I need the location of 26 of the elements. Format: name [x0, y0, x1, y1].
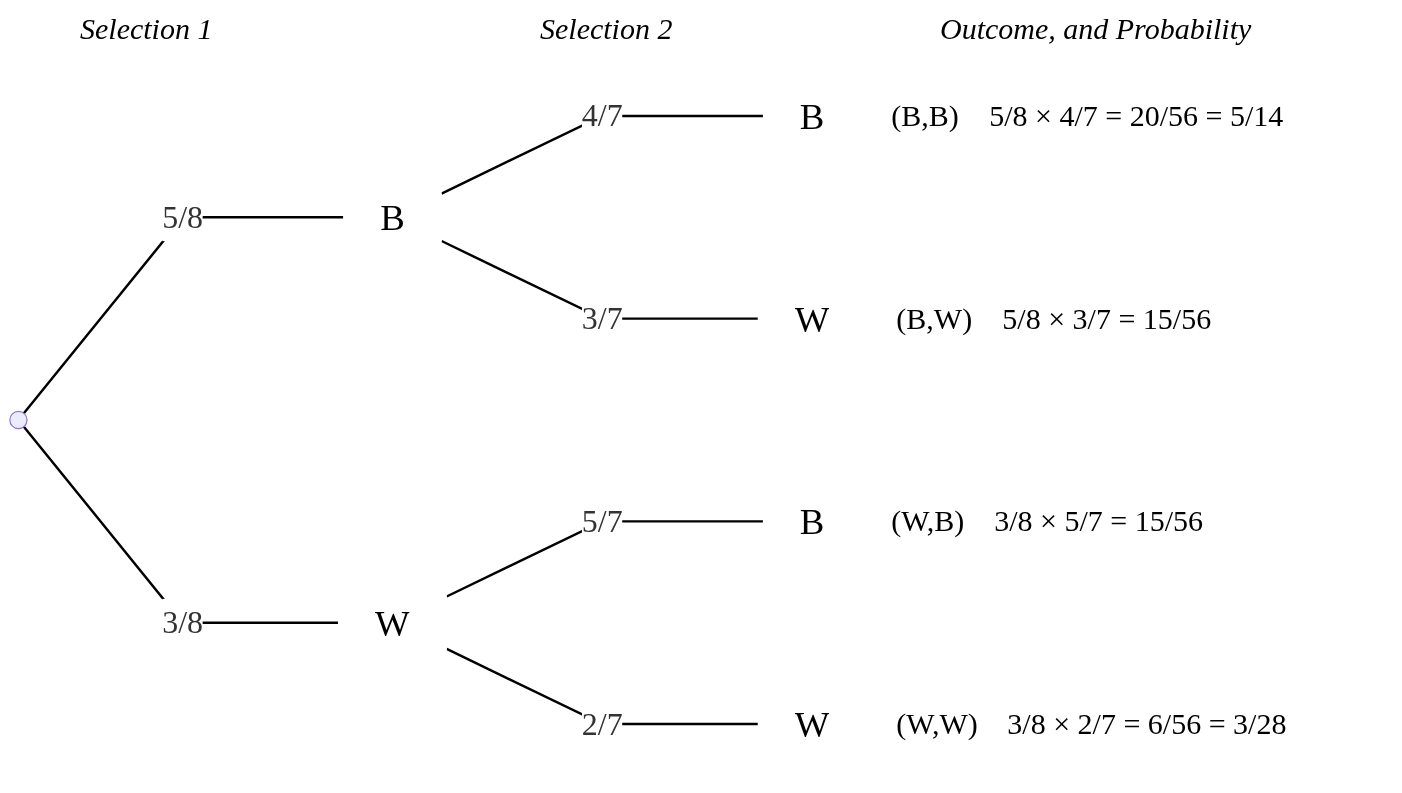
probability-formula: 5/8 × 3/7 = 15/56 — [1002, 301, 1212, 336]
column-heading: Selection 1 — [80, 12, 213, 46]
node-text: B — [380, 197, 405, 238]
connector — [441, 114, 763, 195]
outcome-text: (B,B) — [891, 98, 959, 133]
node-point — [9, 410, 28, 430]
probability-formula: 5/8 × 4/7 = 20/56 = 5/14 — [989, 98, 1284, 133]
connector — [22, 425, 339, 624]
outcome-text: (W,B) — [891, 504, 965, 539]
node-text: B — [799, 95, 825, 137]
edge-label: 3/8 — [162, 604, 204, 641]
node-text: W — [375, 602, 410, 643]
outcome-text: (W,W) — [896, 707, 978, 742]
column-heading: Selection 2 — [540, 12, 673, 46]
probability-formula: 3/8 × 5/7 = 15/56 — [994, 504, 1204, 539]
node-text: B — [799, 501, 825, 542]
edge-label: 5/8 — [162, 199, 204, 236]
column-heading: Outcome, and Probability — [940, 12, 1252, 46]
outcome-text: (B,W) — [896, 301, 973, 336]
edge-label: 2/7 — [581, 706, 623, 742]
node-text: W — [794, 298, 830, 339]
probability-formula: 3/8 × 2/7 = 6/56 = 3/28 — [1007, 707, 1287, 742]
node-text: W — [794, 703, 830, 745]
edge-label: 5/7 — [581, 503, 623, 540]
edge-label: 3/7 — [581, 300, 623, 337]
edge-label: 4/7 — [581, 98, 623, 134]
